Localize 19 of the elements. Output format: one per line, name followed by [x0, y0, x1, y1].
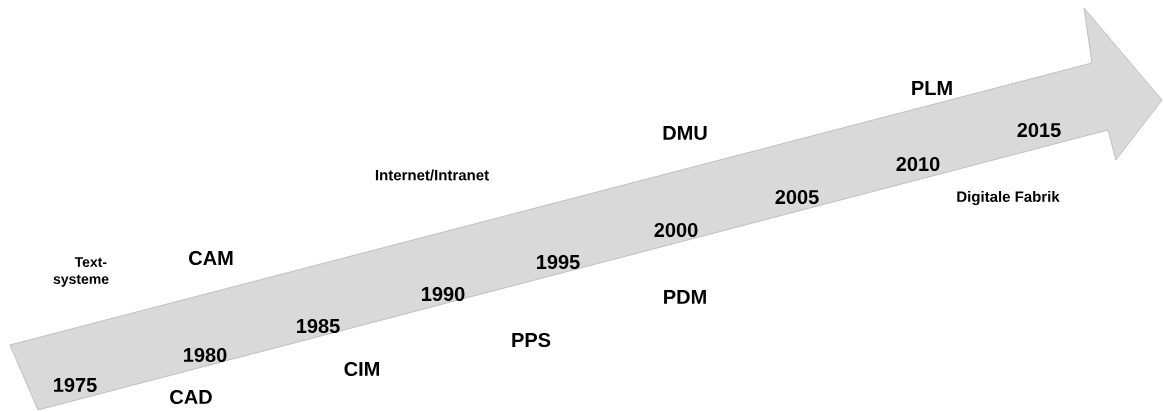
text-label: CAD [170, 389, 212, 405]
year-label: 2005 [775, 189, 819, 205]
text-label: Internet/Intranet [375, 169, 489, 181]
text-label: CAM [189, 250, 233, 266]
text-label: PPS [512, 332, 551, 348]
text-label: PLM [912, 81, 952, 95]
text-label: Text- systeme [53, 257, 109, 287]
year-label: 1995 [537, 254, 580, 270]
year-label: 1980 [184, 347, 227, 363]
year-label: 1975 [54, 377, 97, 393]
text-label: PDM [664, 290, 706, 304]
text-label: DMU [663, 126, 707, 140]
year-label: 2000 [654, 222, 698, 238]
text-label: CIM [344, 361, 379, 377]
text-label: Digitale Fabrik [957, 190, 1060, 205]
year-label: 1990 [422, 286, 465, 302]
year-label: 1985 [297, 318, 340, 334]
year-label: 2010 [896, 156, 940, 172]
year-label: 2015 [1017, 122, 1061, 138]
